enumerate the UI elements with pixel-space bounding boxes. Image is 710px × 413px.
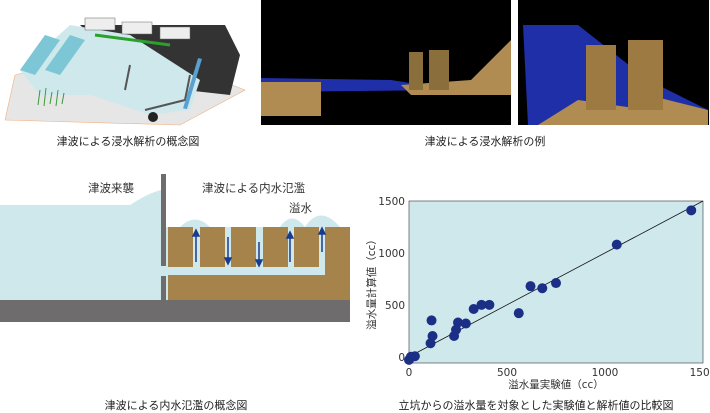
data-point <box>409 351 420 362</box>
x-tick-label: 1000 <box>592 367 619 379</box>
y-tick-label: 0 <box>398 352 405 364</box>
data-point <box>525 281 536 292</box>
inland-flood-caption: 津波による内水氾濫の概念図 <box>104 399 248 412</box>
data-point <box>427 331 438 341</box>
y-tick-label: 1500 <box>378 196 405 208</box>
concept-3d-illustration <box>4 17 246 126</box>
inland-flood-diagram <box>0 174 350 322</box>
data-point <box>468 304 479 314</box>
simulation-render-side <box>261 0 511 125</box>
data-point <box>686 205 697 216</box>
data-point <box>476 299 487 310</box>
chart-title: 立坑からの溢水量を対象とした実験値と解析値の比較図 <box>398 399 674 412</box>
flow-arrows <box>191 226 327 268</box>
data-point <box>513 308 524 319</box>
data-point <box>460 318 471 329</box>
y-tick-label: 500 <box>385 300 405 312</box>
data-point <box>611 239 622 250</box>
simulation-caption: 津波による浸水解析の例 <box>424 135 546 148</box>
tsunami-arrival-label: 津波来襲 <box>88 181 134 195</box>
concept-3d-caption: 津波による浸水解析の概念図 <box>56 135 200 148</box>
data-point <box>453 317 463 328</box>
data-point <box>484 299 495 310</box>
data-point <box>426 315 437 326</box>
inland-flood-label: 津波による内水氾濫 <box>202 181 306 195</box>
overflow-label: 溢水 <box>289 201 312 215</box>
x-axis-label: 溢水量実験値（cc） <box>508 378 604 391</box>
y-axis-label: 溢水量計算値（cc） <box>365 234 378 330</box>
y-tick-label: 1000 <box>378 248 405 260</box>
data-point <box>551 278 561 289</box>
x-tick-label: 1500 <box>690 367 710 379</box>
x-tick-label: 0 <box>406 367 413 379</box>
data-point <box>537 283 548 294</box>
x-tick-label: 500 <box>497 367 517 379</box>
simulation-render-perspective <box>518 0 709 125</box>
